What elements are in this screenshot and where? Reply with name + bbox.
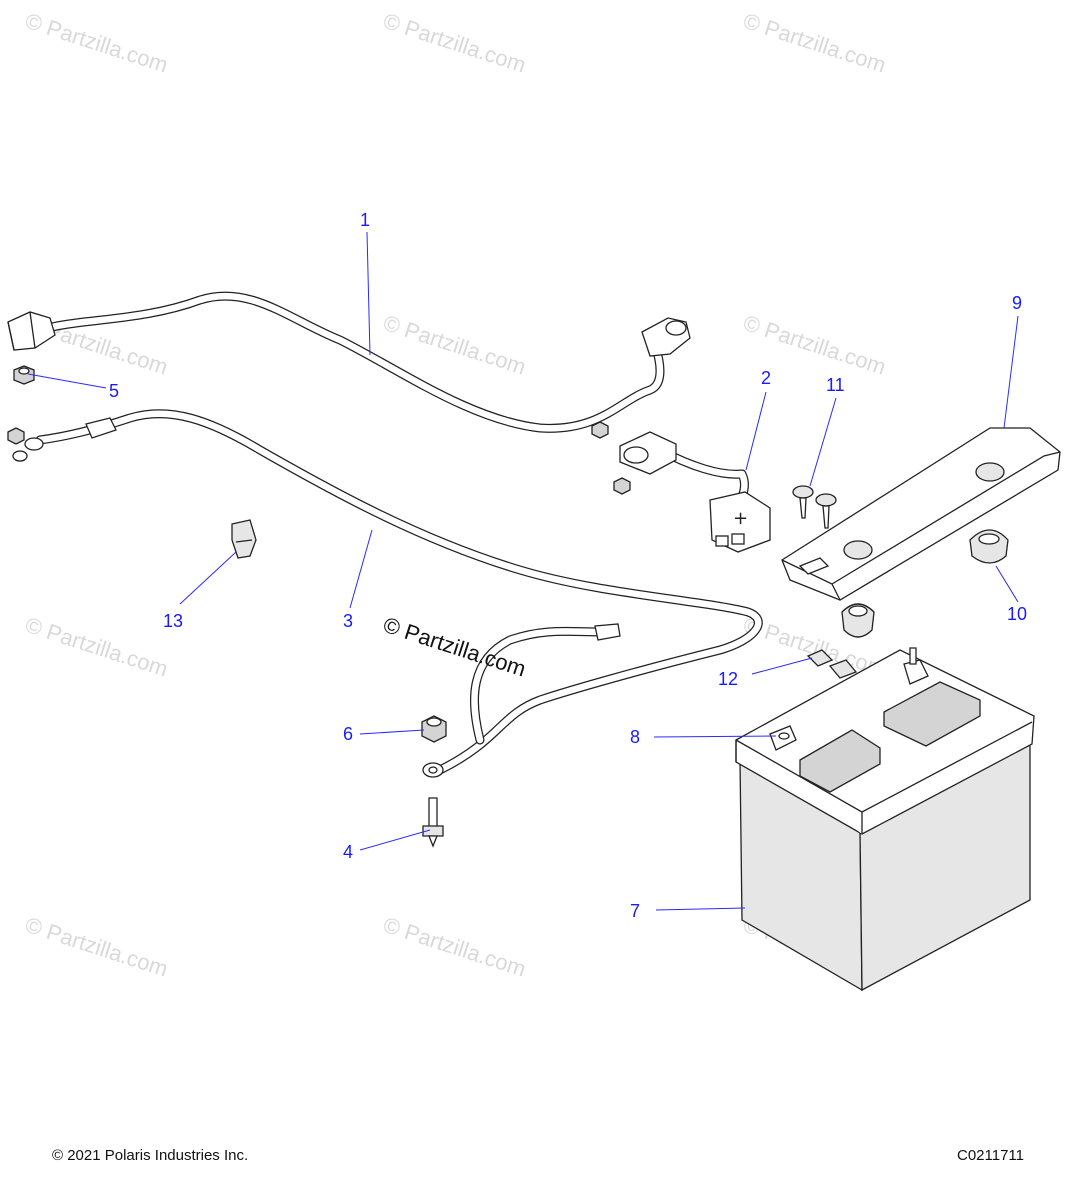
callout-9[interactable]: 9 xyxy=(1012,293,1022,313)
nut-5[interactable] xyxy=(13,365,35,385)
callout-3[interactable]: 3 xyxy=(343,611,353,631)
clips-12[interactable] xyxy=(806,649,858,679)
callout-8[interactable]: 8 xyxy=(630,727,640,747)
copyright-text: © 2021 Polaris Industries Inc. xyxy=(52,1147,249,1164)
nut-small-c xyxy=(613,477,631,495)
terminal-boot-2[interactable]: + xyxy=(619,431,771,553)
nut-6[interactable] xyxy=(421,715,447,743)
callout-10[interactable]: 10 xyxy=(1007,604,1027,624)
grommet-10[interactable] xyxy=(969,529,1009,564)
callout-6[interactable]: 6 xyxy=(343,724,353,744)
callout-12[interactable]: 12 xyxy=(718,669,738,689)
callout-5[interactable]: 5 xyxy=(109,381,119,401)
grommet-upper xyxy=(841,603,875,638)
clip-13[interactable] xyxy=(231,519,257,559)
battery-7[interactable] xyxy=(735,647,1035,992)
callout-2[interactable]: 2 xyxy=(761,368,771,388)
diagram-code: C0211711 xyxy=(957,1147,1025,1164)
callout-1[interactable]: 1 xyxy=(360,210,370,230)
bracket-9[interactable] xyxy=(781,427,1061,601)
callout-13[interactable]: 13 xyxy=(163,611,183,631)
stud-4[interactable] xyxy=(422,797,444,848)
nut-small-b xyxy=(591,421,609,439)
cable-3-ground[interactable] xyxy=(12,409,763,778)
callout-7[interactable]: 7 xyxy=(630,901,640,921)
leader-lines xyxy=(27,231,1019,911)
callout-4[interactable]: 4 xyxy=(343,842,353,862)
screws-11[interactable] xyxy=(792,485,837,529)
nut-small-a xyxy=(7,427,25,445)
callout-11[interactable]: 11 xyxy=(826,375,845,395)
cable-1-positive[interactable] xyxy=(7,291,691,433)
plus-symbol: + xyxy=(733,508,748,529)
